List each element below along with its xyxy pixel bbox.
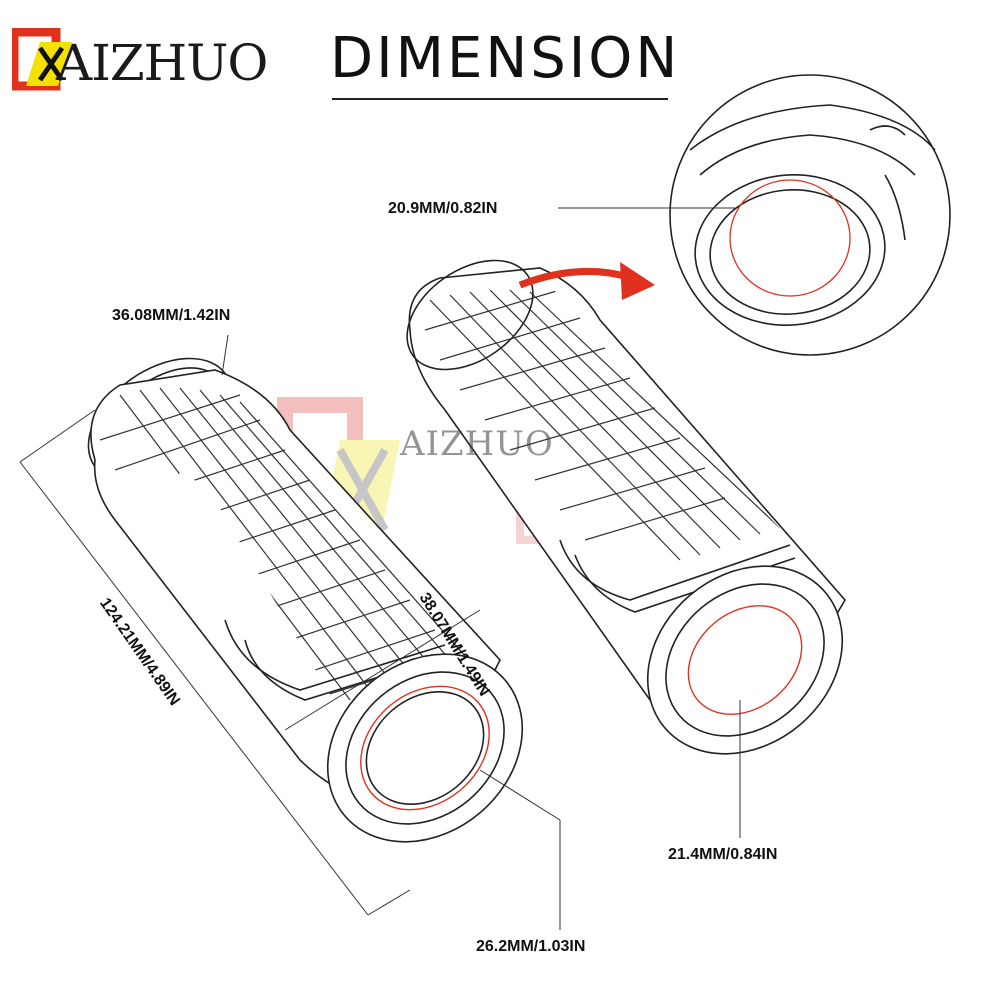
page-title: DIMENSION — [330, 26, 681, 91]
detail-magnifier — [669, 74, 951, 356]
watermark-text: AIZHUO — [400, 424, 554, 464]
label-outer-end-diameter: 36.08MM/1.42IN — [112, 307, 231, 324]
arrow-icon — [518, 262, 655, 300]
brand-mark-icon — [12, 28, 72, 91]
right-grip-far-end — [406, 259, 534, 371]
brand-logo-text: AIZHUO — [56, 34, 268, 92]
right-grip-bore — [687, 605, 803, 715]
leader-lines — [19, 207, 741, 930]
left-grip-bore — [360, 685, 490, 811]
label-open-end-diameter: 21.4MM/0.84IN — [668, 846, 778, 863]
right-grip — [406, 259, 846, 755]
label-bore-diameter: 26.2MM/1.03IN — [476, 938, 586, 955]
brand-name: AIZHUO — [56, 34, 268, 92]
title-underline — [332, 98, 668, 100]
detail-inner-bore — [729, 179, 851, 297]
left-grip — [87, 357, 524, 843]
label-inner-end-diameter: 20.9MM/0.82IN — [388, 200, 498, 217]
